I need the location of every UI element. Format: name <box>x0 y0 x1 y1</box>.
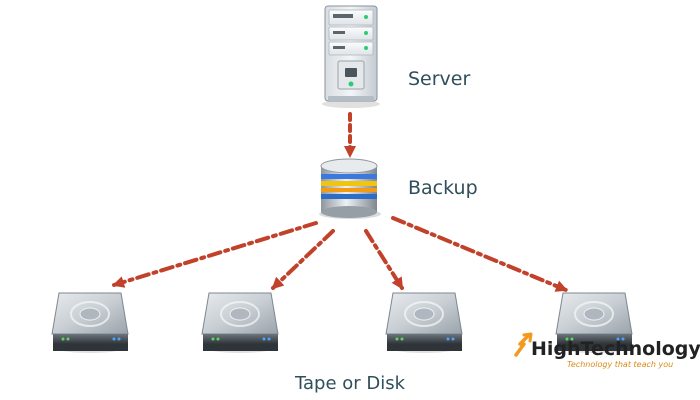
connector-backup-to-disk-4 <box>391 216 568 292</box>
watermark: HighTechnology Technology that teach you <box>514 332 700 369</box>
watermark-title: HighTechnology <box>531 338 700 360</box>
server-label: Server <box>408 68 470 90</box>
hard-drive-icon <box>555 292 633 353</box>
database-icon <box>319 158 381 219</box>
connector-backup-to-disk-3 <box>364 229 404 290</box>
server-icon <box>322 5 380 108</box>
hard-drive-icon <box>385 292 463 353</box>
storage-label: Tape or Disk <box>294 373 406 394</box>
hard-drive-icon <box>201 292 279 353</box>
connector-backup-to-disk-2 <box>271 229 335 290</box>
backup-label: Backup <box>408 177 478 199</box>
arrow-mark-icon <box>514 332 533 357</box>
watermark-tagline: Technology that teach you <box>567 360 673 369</box>
connectors <box>112 112 568 292</box>
connector-backup-to-disk-1 <box>112 221 318 288</box>
hard-drive-icon <box>51 292 129 353</box>
